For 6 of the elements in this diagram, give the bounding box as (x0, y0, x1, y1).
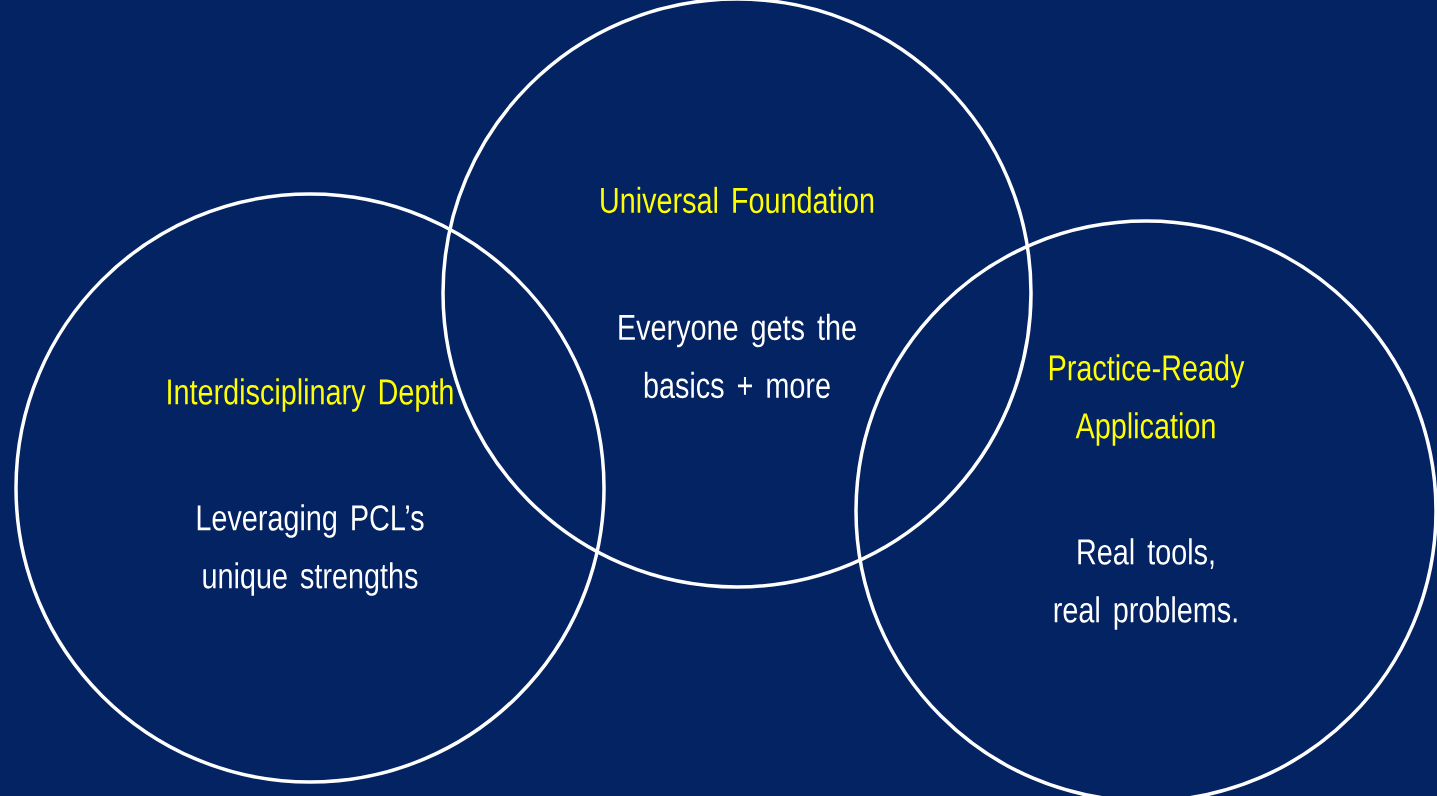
circle-heading: Universal Foundation (601, 186, 874, 214)
circle-heading: Interdisciplinary Depth (168, 378, 453, 412)
circle-text: Everyone gets the basics + more (619, 313, 856, 399)
circle-text: Real tools, real problems. (1054, 538, 1237, 630)
circle-text: Leveraging PCL’s unique strengths (197, 504, 424, 596)
circle-heading: Practice-Ready Application (1049, 354, 1245, 446)
